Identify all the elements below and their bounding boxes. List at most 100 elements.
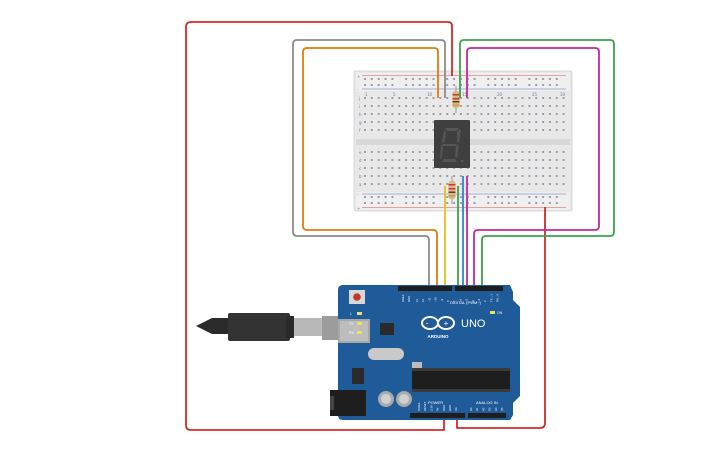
breadboard-hole[interactable] [501, 159, 503, 161]
breadboard-hole[interactable] [555, 105, 558, 107]
wire-red-gnd[interactable] [456, 207, 546, 429]
breadboard-hole[interactable] [425, 183, 428, 185]
breadboard-hole[interactable] [507, 84, 510, 86]
breadboard-hole[interactable] [555, 159, 558, 161]
breadboard-hole[interactable] [548, 84, 551, 86]
breadboard-hole[interactable] [405, 183, 408, 185]
breadboard-hole[interactable] [405, 151, 408, 153]
breadboard-hole[interactable] [494, 202, 497, 204]
breadboard-hole[interactable] [418, 84, 421, 86]
breadboard-hole[interactable] [514, 78, 517, 80]
breadboard-hole[interactable] [384, 105, 387, 107]
seven-segment-display[interactable]: 8 [434, 120, 470, 168]
breadboard-hole[interactable] [405, 121, 408, 123]
breadboard-hole[interactable] [494, 105, 497, 107]
breadboard-hole[interactable] [487, 202, 490, 204]
breadboard-hole[interactable] [542, 78, 545, 80]
breadboard-hole[interactable] [398, 97, 401, 99]
breadboard-hole[interactable] [370, 183, 373, 185]
breadboard-hole[interactable] [370, 196, 373, 198]
breadboard-hole[interactable] [562, 175, 565, 177]
breadboard-hole[interactable] [487, 167, 490, 169]
breadboard-hole[interactable] [384, 151, 387, 153]
breadboard-hole[interactable] [507, 183, 510, 185]
breadboard-hole[interactable] [377, 196, 380, 198]
breadboard-hole[interactable] [370, 97, 373, 99]
breadboard-hole[interactable] [528, 151, 531, 153]
breadboard-hole[interactable] [405, 175, 408, 177]
breadboard-hole[interactable] [555, 151, 558, 153]
breadboard-hole[interactable] [535, 121, 538, 123]
breadboard-hole[interactable] [370, 129, 373, 131]
breadboard-hole[interactable] [501, 121, 503, 123]
breadboard-hole[interactable] [514, 105, 517, 107]
breadboard-hole[interactable] [514, 196, 517, 198]
breadboard-hole[interactable] [377, 183, 380, 185]
breadboard-hole[interactable] [411, 202, 414, 204]
breadboard-hole[interactable] [405, 78, 408, 80]
breadboard-hole[interactable] [473, 196, 476, 198]
breadboard-hole[interactable] [528, 202, 531, 204]
breadboard-hole[interactable] [364, 113, 366, 115]
breadboard-hole[interactable] [432, 97, 435, 99]
breadboard-hole[interactable] [507, 151, 510, 153]
breadboard-hole[interactable] [542, 159, 545, 161]
breadboard-hole[interactable] [542, 84, 545, 86]
breadboard-hole[interactable] [391, 167, 394, 169]
breadboard-hole[interactable] [507, 121, 510, 123]
breadboard-hole[interactable] [370, 84, 373, 86]
breadboard-hole[interactable] [487, 183, 490, 185]
breadboard-hole[interactable] [473, 202, 476, 204]
breadboard-hole[interactable] [494, 84, 497, 86]
breadboard-hole[interactable] [555, 202, 558, 204]
breadboard-hole[interactable] [494, 196, 497, 198]
breadboard-hole[interactable] [542, 105, 545, 107]
breadboard-hole[interactable] [391, 78, 394, 80]
breadboard-hole[interactable] [425, 167, 428, 169]
breadboard-hole[interactable] [411, 97, 414, 99]
breadboard-hole[interactable] [501, 196, 503, 198]
breadboard-hole[interactable] [473, 121, 476, 123]
breadboard-hole[interactable] [473, 175, 476, 177]
breadboard-hole[interactable] [446, 105, 449, 107]
breadboard-hole[interactable] [514, 167, 517, 169]
breadboard-hole[interactable] [405, 196, 408, 198]
breadboard-hole[interactable] [432, 175, 435, 177]
breadboard-hole[interactable] [370, 159, 373, 161]
breadboard-hole[interactable] [548, 129, 551, 131]
breadboard-hole[interactable] [521, 97, 524, 99]
breadboard-hole[interactable] [535, 202, 538, 204]
breadboard-hole[interactable] [548, 78, 551, 80]
wire-green-top[interactable] [459, 39, 615, 286]
breadboard-hole[interactable] [473, 129, 476, 131]
breadboard-hole[interactable] [562, 151, 565, 153]
breadboard-hole[interactable] [528, 84, 531, 86]
breadboard-hole[interactable] [535, 129, 538, 131]
breadboard-hole[interactable] [391, 84, 394, 86]
breadboard-hole[interactable] [425, 78, 428, 80]
breadboard-hole[interactable] [446, 78, 449, 80]
breadboard-hole[interactable] [501, 175, 503, 177]
breadboard-hole[interactable] [439, 97, 442, 99]
breadboard-hole[interactable] [391, 113, 394, 115]
breadboard-hole[interactable] [542, 121, 545, 123]
breadboard-hole[interactable] [398, 151, 401, 153]
breadboard-hole[interactable] [521, 167, 524, 169]
breadboard-hole[interactable] [370, 151, 373, 153]
breadboard-hole[interactable] [494, 175, 497, 177]
breadboard-hole[interactable] [501, 151, 503, 153]
breadboard-hole[interactable] [384, 175, 387, 177]
breadboard-hole[interactable] [501, 129, 503, 131]
breadboard-hole[interactable] [364, 105, 366, 107]
breadboard-hole[interactable] [377, 105, 380, 107]
breadboard-hole[interactable] [473, 105, 476, 107]
breadboard-hole[interactable] [480, 159, 483, 161]
breadboard-hole[interactable] [521, 121, 524, 123]
breadboard-hole[interactable] [487, 196, 490, 198]
breadboard-hole[interactable] [418, 175, 421, 177]
breadboard-hole[interactable] [521, 105, 524, 107]
breadboard-hole[interactable] [411, 113, 414, 115]
breadboard-hole[interactable] [494, 151, 497, 153]
breadboard-hole[interactable] [411, 151, 414, 153]
power-jack[interactable] [330, 390, 366, 416]
